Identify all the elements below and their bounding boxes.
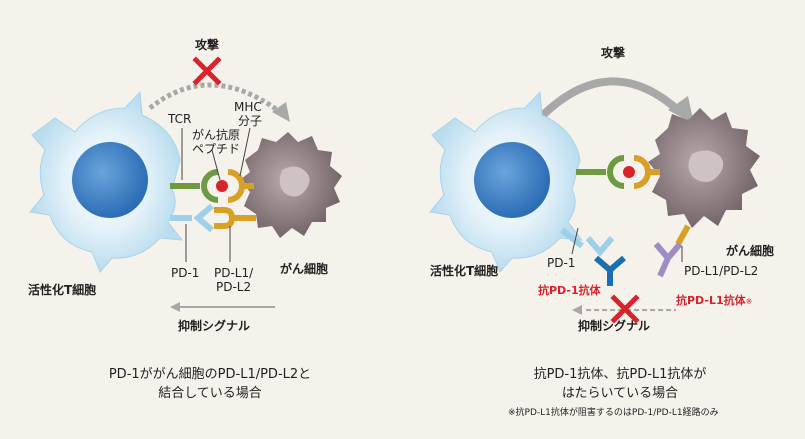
right-anti-pd1-antibody [588, 238, 624, 286]
right-caption-line2: はたらいている場合 [480, 384, 760, 403]
left-signal-arrow [170, 302, 180, 312]
right-cancer-cell [648, 108, 760, 228]
left-pdl-label-2: PD-L2 [216, 280, 251, 294]
right-tcr [576, 158, 624, 186]
right-tcell-nucleus [474, 142, 550, 218]
left-tcr-label: TCR [168, 112, 191, 126]
right-caption: 抗PD-1抗体、抗PD-L1抗体が はたらいている場合 [480, 365, 760, 403]
left-cancer-cell [240, 132, 342, 238]
right-cancer-label: がん細胞 [726, 244, 774, 258]
left-tcr [170, 172, 218, 200]
left-pdl-label-1: PD-L1/ [214, 266, 253, 280]
left-caption-line2: 結合している場合 [70, 384, 350, 403]
right-pd1-label: PD-1 [547, 256, 575, 270]
right-tcell-label: 活性化T細胞 [430, 264, 498, 278]
right-caption-line1: 抗PD-1抗体、抗PD-L1抗体が [480, 365, 760, 384]
left-attack-block-x [196, 60, 218, 82]
right-attack-arrow [540, 81, 680, 118]
left-caption: PD-1ががん細胞のPD-L1/PD-L2と 結合している場合 [70, 365, 350, 403]
left-tcell-nucleus [72, 142, 148, 218]
right-signal-block-x [614, 298, 636, 320]
right-anti-pdl1-label: 抗PD-L1抗体※ [676, 294, 752, 309]
left-signal-label: 抑制シグナル [178, 319, 250, 333]
right-anti-pd1-label: 抗PD-1抗体 [538, 284, 601, 298]
right-anti-pdl1-antibody [656, 244, 680, 276]
right-tcell [430, 92, 582, 272]
left-caption-line1: PD-1ががん細胞のPD-L1/PD-L2と [70, 365, 350, 384]
right-footnote: ※抗PD-L1抗体が阻害するのはPD-1/PD-L1経路のみ [508, 405, 719, 418]
right-pdl-label: PD-L1/PD-L2 [684, 264, 758, 278]
right-signal-label: 抑制シグナル [578, 319, 650, 333]
left-tcell [30, 92, 182, 272]
left-pd1-label: PD-1 [171, 266, 199, 280]
right-anti-pdl1-label-text: 抗PD-L1抗体 [676, 294, 746, 307]
right-signal-arrow [572, 305, 582, 315]
left-tcell-label: 活性化T細胞 [28, 283, 96, 297]
left-pd1 [170, 206, 212, 230]
left-pdl1 [214, 210, 256, 226]
right-antigen-peptide [623, 166, 635, 178]
left-cancer-label: がん細胞 [280, 262, 328, 276]
left-mhc-label-2: 分子 [238, 114, 262, 128]
left-antigen-label-2: ペプチド [192, 142, 240, 156]
left-antigen-peptide [216, 180, 228, 192]
left-attack-label: 攻撃 [195, 38, 219, 52]
left-mhc-label-1: MHC [234, 100, 262, 114]
left-antigen-label-1: がん抗原 [192, 128, 240, 142]
right-attack-label: 攻撃 [601, 46, 625, 60]
right-pdl1 [678, 226, 688, 244]
right-anti-pdl1-mark: ※ [746, 297, 753, 306]
